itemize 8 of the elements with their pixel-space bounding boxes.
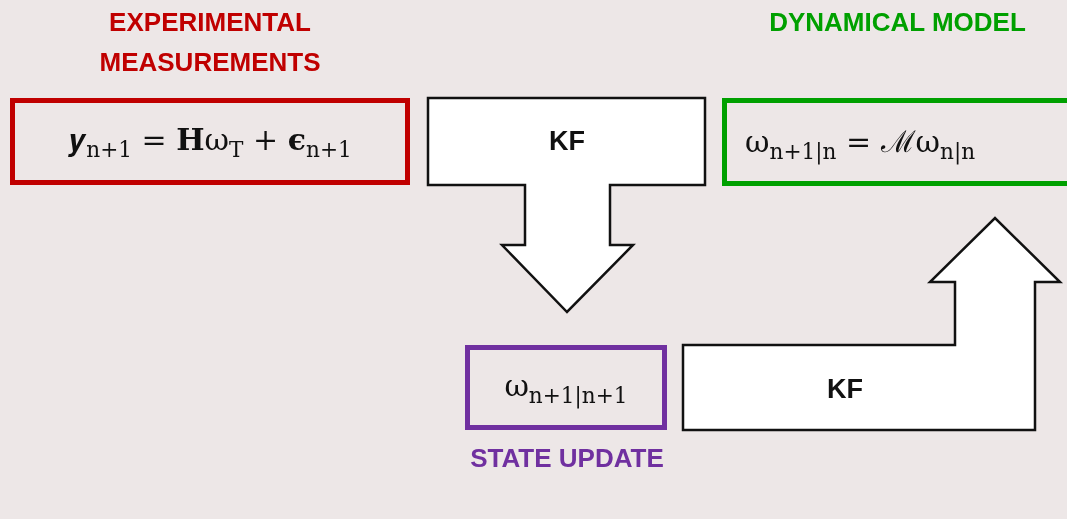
arrow-label: KF bbox=[826, 374, 864, 405]
formula: ω$_{n+1|n+1}$ bbox=[504, 367, 628, 408]
formula: 𝒚$_{n+1}$ = Hω$_{T}$ + ϵ$_{n+1}$ bbox=[68, 121, 352, 162]
heading: EXPERIMENTAL MEASUREMENTS bbox=[98, 6, 322, 79]
arrow-label: KF bbox=[548, 126, 586, 157]
heading: DYNAMICAL MODEL bbox=[768, 6, 1027, 39]
formula: ω$_{n+1|n}$ = ℳω$_{n|n}$ bbox=[745, 123, 976, 164]
heading: STATE UPDATE bbox=[470, 442, 664, 475]
